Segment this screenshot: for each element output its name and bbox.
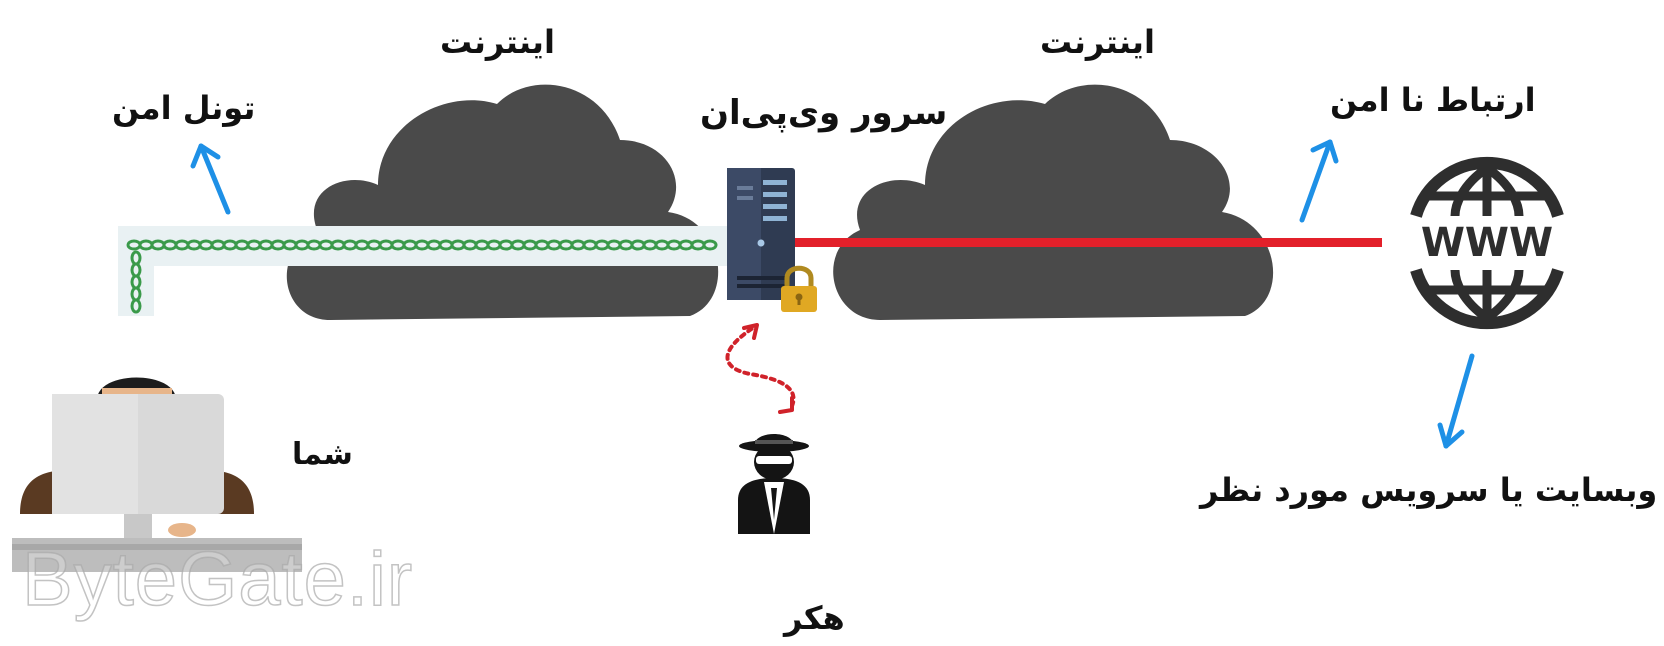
arrow-icon (1437, 353, 1475, 449)
chain-link (702, 239, 718, 251)
globe-www-icon: WWW (1410, 156, 1564, 330)
label-hacker: هکر (784, 599, 845, 637)
label-secure-tunnel: تونل امن (112, 89, 256, 127)
arrow-icon (190, 143, 231, 215)
label-you: شما (292, 437, 353, 472)
lock-icon (781, 265, 817, 312)
user-at-computer-icon (12, 377, 302, 572)
chain-link (130, 298, 142, 314)
watermark: ByteGate.ir (21, 537, 414, 622)
cloud-icon (286, 84, 719, 320)
cloud-icon (833, 84, 1274, 320)
hacker-icon (738, 434, 810, 534)
label-internet-right: اینترنت (1040, 23, 1155, 61)
server-icon (727, 168, 795, 300)
www-text: WWW (1421, 220, 1553, 266)
label-internet-left: اینترنت (440, 23, 555, 61)
arrow-icon (725, 323, 796, 414)
label-target-service: وبسایت یا سرویس مورد نظر (1200, 471, 1658, 509)
label-insecure-connection: ارتباط نا امن (1330, 81, 1536, 119)
chain-icon (126, 239, 718, 251)
chain-icon (130, 250, 142, 314)
insecure-connection-line (790, 238, 1382, 247)
arrow-icon (1299, 139, 1339, 223)
secure-tunnel (118, 226, 730, 316)
label-vpn-server: سرور وی‌پی‌ان (700, 93, 948, 133)
